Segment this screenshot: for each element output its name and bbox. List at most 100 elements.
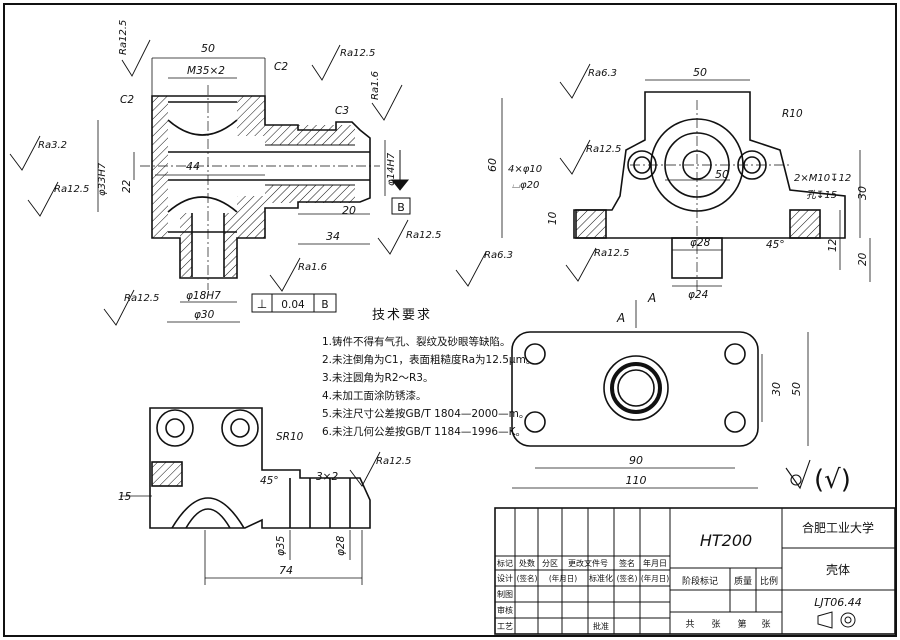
title-sheet-unit-1: 张 <box>711 619 720 630</box>
tech-requirement-4: 4.未加工面涂防锈漆。 <box>322 390 427 402</box>
title-label-review: 审核 <box>497 605 513 615</box>
dim-phi35: φ35 <box>275 535 287 556</box>
dim-sr10: SR10 <box>276 431 304 443</box>
dim-phi24: φ24 <box>688 289 708 301</box>
title-label-drawing: 制图 <box>497 589 513 599</box>
projection-symbol-icon <box>817 611 856 629</box>
title-header-1: 标记 <box>497 558 513 568</box>
top-dimension-lines <box>512 300 809 489</box>
dim-3x2: 3×2 <box>316 471 338 483</box>
dim-22: 22 <box>121 179 133 193</box>
title-label-approve: 批准 <box>593 621 609 631</box>
dim-60: 60 <box>486 158 499 172</box>
dim-74: 74 <box>279 564 293 577</box>
roughness-ra12-5-a: Ra12.5 <box>118 20 129 55</box>
drawing-border <box>3 3 897 637</box>
dim-4xphi10: 4×φ10 <box>508 164 542 175</box>
dim-phi28-bottom: φ28 <box>335 535 347 556</box>
roughness-ra12-5-side-a: Ra12.5 <box>586 144 621 155</box>
dim-counterbore-phi20: ⌴φ20 <box>512 180 539 191</box>
title-header-3: 分区 <box>542 559 558 568</box>
datum-b-marker <box>390 150 411 215</box>
tolerance-value: 0.04 <box>281 299 305 311</box>
bottom-dimension-lines <box>120 495 363 585</box>
roughness-ra12-5-e: Ra12.5 <box>406 230 441 241</box>
dim-12-side: 12 <box>827 238 839 252</box>
section-label-a-top: A <box>616 311 625 325</box>
title-drawing-no: LJT06.44 <box>814 596 862 609</box>
title-header-5: 签名 <box>619 558 635 568</box>
title-header-6: 年月日 <box>643 558 667 568</box>
section-label-a-side: A <box>647 291 656 305</box>
chamfer-c2-top: C2 <box>274 61 288 73</box>
title-sheet-no: 第 <box>737 618 746 630</box>
general-roughness-extra: (√) <box>814 465 851 495</box>
roughness-symbol-bottom <box>349 451 381 487</box>
tech-requirement-5: 5.未注尺寸公差按GB/T 1804—2000—m。 <box>322 408 530 420</box>
dim-phi28-side: φ28 <box>690 237 711 249</box>
title-design-4: 标准化 <box>589 573 613 583</box>
roughness-ra3-2: Ra3.2 <box>38 140 67 151</box>
title-design-3: (年月日) <box>549 573 577 583</box>
side-dimension-lines <box>501 79 871 287</box>
front-section-view <box>151 95 371 279</box>
tech-requirement-3: 3.未注圆角为R2～R3。 <box>322 372 434 384</box>
dim-20-side: 20 <box>857 252 869 266</box>
tech-requirement-2: 2.未注倒角为C1，表面粗糙度Ra为12.5μm。 <box>322 354 537 366</box>
roughness-ra12-5-c: Ra12.5 <box>54 184 89 195</box>
roughness-ra12-5-b: Ra12.5 <box>340 48 375 59</box>
roughness-ra12-5-d: Ra12.5 <box>124 293 159 304</box>
dim-m35x2: M35×2 <box>187 65 225 77</box>
tech-requirement-6: 6.未注几何公差按GB/T 1184—1996—K。 <box>322 426 526 438</box>
dim-2xm10: 2×M10↧12 <box>794 173 851 184</box>
dim-45deg-side: 45° <box>766 239 785 251</box>
roughness-ra12-5-bottom: Ra12.5 <box>376 456 411 467</box>
dim-90: 90 <box>629 454 643 467</box>
roughness-ra6-3-a: Ra6.3 <box>588 68 617 79</box>
title-design-1: 设计 <box>497 573 513 583</box>
tolerance-datum: B <box>321 299 328 311</box>
title-sheet-total: 共 <box>685 619 694 630</box>
dim-hole-depth-15: 孔↧15 <box>806 189 837 201</box>
dim-30-top: 30 <box>770 382 783 396</box>
roughness-symbols-side <box>455 63 597 287</box>
chamfer-c3: C3 <box>335 105 349 117</box>
bottom-left-view <box>149 407 371 529</box>
title-mass: 质量 <box>734 575 752 587</box>
dim-50-top: 50 <box>790 382 803 396</box>
dim-50-side-mid: 50 <box>715 168 729 181</box>
dim-phi14h7: φ14H7 <box>386 152 397 186</box>
title-part-name: 壳体 <box>826 563 850 577</box>
title-school: 合肥工业大学 <box>802 520 874 535</box>
dim-50-side-top: 50 <box>693 66 707 79</box>
top-view <box>511 331 759 447</box>
dim-10-side: 10 <box>547 211 559 225</box>
tolerance-frame <box>251 293 337 313</box>
title-stage-mark: 阶段标记 <box>682 575 718 587</box>
dim-phi18h7: φ18H7 <box>186 290 221 302</box>
title-sheet-unit-2: 张 <box>761 619 770 630</box>
front-dimension-lines <box>97 57 386 323</box>
title-header-4: 更改文件号 <box>568 558 608 568</box>
dim-34: 34 <box>326 230 340 243</box>
roughness-ra1-6-b: Ra1.6 <box>298 262 327 273</box>
dim-45deg-bottom: 45° <box>260 475 279 487</box>
dim-15-bottom: 15 <box>118 491 132 503</box>
tech-requirement-1: 1.铸件不得有气孔、裂纹及砂眼等缺陷。 <box>322 336 511 348</box>
roughness-ra1-6-a: Ra1.6 <box>370 71 381 100</box>
title-material: HT200 <box>700 531 752 550</box>
title-block <box>494 507 896 635</box>
dim-50-front: 50 <box>201 42 215 55</box>
roughness-symbols-front <box>9 39 409 326</box>
dim-44: 44 <box>186 160 200 173</box>
dim-phi30: φ30 <box>194 309 215 321</box>
roughness-ra6-3-b: Ra6.3 <box>484 250 513 261</box>
general-roughness-symbol <box>785 459 811 490</box>
side-centerlines <box>630 100 790 290</box>
roughness-ra12-5-side-b: Ra12.5 <box>594 248 629 259</box>
datum-b-label: B <box>397 201 405 214</box>
title-design-6: (年月日) <box>641 573 669 583</box>
dim-110: 110 <box>626 474 647 487</box>
tolerance-symbol: ⊥ <box>257 297 267 311</box>
